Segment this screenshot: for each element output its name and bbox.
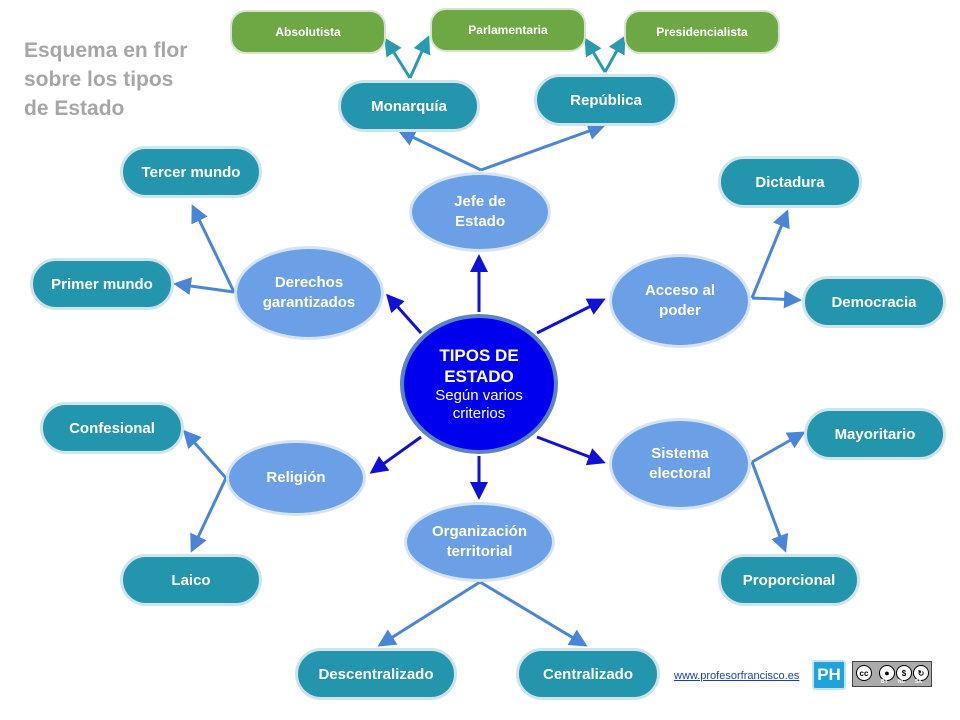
creative-commons-badge: cc ● $ ↻ BY NC SA bbox=[852, 661, 932, 687]
arrow-to-descentralizado bbox=[377, 580, 481, 647]
arrow-to-derechos bbox=[386, 293, 423, 334]
nc-icon: $ bbox=[896, 665, 912, 681]
arrow-to-absolutista bbox=[384, 37, 412, 79]
arrow-to-tercer-mundo bbox=[191, 204, 236, 293]
center-subtitle: Según varios criterios bbox=[435, 387, 523, 422]
arrow-to-mayoritario bbox=[751, 431, 806, 464]
leaf-confesional: Confesional bbox=[40, 402, 184, 454]
arrow-to-acceso bbox=[536, 298, 606, 335]
subleaf-absolutista: Absolutista bbox=[230, 10, 386, 54]
sa-icon: ↻ bbox=[913, 665, 929, 681]
leaf-tercer-mundo: Tercer mundo bbox=[120, 146, 262, 198]
cc-icon: cc bbox=[856, 665, 872, 681]
arrow-to-sistema bbox=[536, 435, 606, 466]
leaf-centralizado: Centralizado bbox=[516, 648, 660, 700]
by-icon: ● bbox=[879, 665, 895, 681]
by-label: BY bbox=[881, 679, 888, 685]
subleaf-presidencialista: Presidencialista bbox=[624, 10, 780, 54]
petal-religion: Religión bbox=[226, 440, 366, 516]
arrow-to-primer-mundo bbox=[173, 277, 235, 295]
arrow-to-democracia bbox=[751, 290, 802, 309]
leaf-primer-mundo: Primer mundo bbox=[30, 258, 174, 310]
subleaf-parlamentaria: Parlamentaria bbox=[430, 8, 586, 52]
petal-acceso-al-poder: Acceso al poder bbox=[609, 254, 751, 348]
petal-derechos-garantizados: Derechos garantizados bbox=[234, 246, 384, 340]
leaf-laico: Laico bbox=[120, 554, 262, 606]
arrow-to-monarquia bbox=[397, 129, 482, 172]
diagram-title: Esquema en flor sobre los tipos de Estad… bbox=[24, 39, 188, 120]
leaf-dictadura: Dictadura bbox=[718, 156, 862, 208]
leaf-republica: República bbox=[534, 74, 678, 126]
sa-label: SA bbox=[915, 679, 922, 685]
center-node: TIPOS DE ESTADO Según varios criterios bbox=[400, 314, 558, 454]
petal-organizacion-territorial: Organización territorial bbox=[404, 502, 555, 582]
arrow-to-republica bbox=[480, 122, 606, 172]
leaf-mayoritario: Mayoritario bbox=[804, 408, 946, 460]
leaf-proporcional: Proporcional bbox=[718, 554, 860, 606]
petal-sistema-electoral: Sistema electoral bbox=[609, 418, 751, 510]
arrow-to-parlamentaria bbox=[408, 35, 431, 79]
leaf-democracia: Democracia bbox=[802, 276, 946, 328]
nc-label: NC bbox=[898, 679, 906, 685]
arrow-to-proporcional bbox=[750, 461, 789, 553]
arrow-to-dictadura bbox=[750, 209, 790, 299]
arrow-to-presidencialista-2 bbox=[603, 35, 626, 73]
arrow-to-confesional bbox=[183, 429, 228, 479]
arrow-to-centralizado bbox=[479, 580, 588, 647]
ph-logo: PH bbox=[812, 660, 846, 690]
leaf-monarquia: Monarquía bbox=[338, 80, 480, 132]
arrow-to-religion bbox=[369, 435, 422, 474]
website-link[interactable]: www.profesorfrancisco.es bbox=[674, 670, 800, 682]
center-title: TIPOS DE ESTADO bbox=[439, 346, 519, 386]
petal-jefe-de-estado: Jefe de Estado bbox=[409, 172, 551, 252]
leaf-descentralizado: Descentralizado bbox=[295, 648, 457, 700]
arrow-to-presidencialista bbox=[584, 37, 607, 73]
arrow-to-laico bbox=[190, 477, 228, 553]
